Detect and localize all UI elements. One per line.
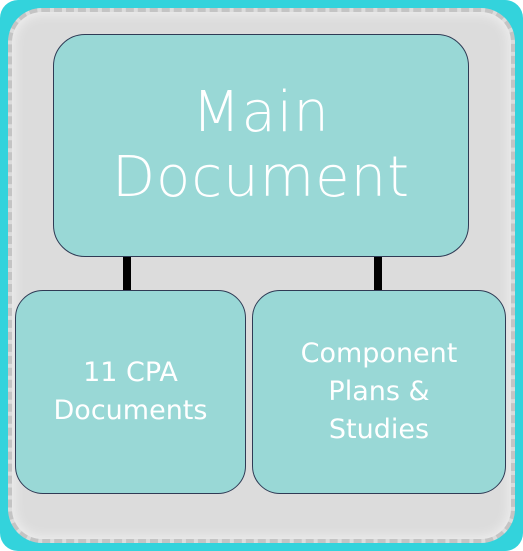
main-document-line-1: Main <box>192 79 330 145</box>
cpa-documents-line-2: Documents <box>53 395 208 426</box>
component-plans-line-1: Component <box>300 337 458 369</box>
component-plans-label: Component Plans & Studies <box>301 335 458 450</box>
cpa-documents-label: 11 CPA Documents <box>54 354 208 431</box>
component-plans-line-3: Studies <box>328 414 430 446</box>
cpa-documents-box: 11 CPA Documents <box>15 290 246 494</box>
cpa-documents-line-1: 11 CPA <box>83 356 178 388</box>
main-document-label: Main Document <box>111 79 411 211</box>
connector-main-to-left <box>123 257 131 291</box>
component-plans-line-2: Plans & <box>328 375 430 407</box>
main-document-line-2: Document <box>111 144 411 210</box>
connector-main-to-right <box>374 257 382 291</box>
main-document-box: Main Document <box>53 34 469 257</box>
component-plans-box: Component Plans & Studies <box>252 290 506 494</box>
